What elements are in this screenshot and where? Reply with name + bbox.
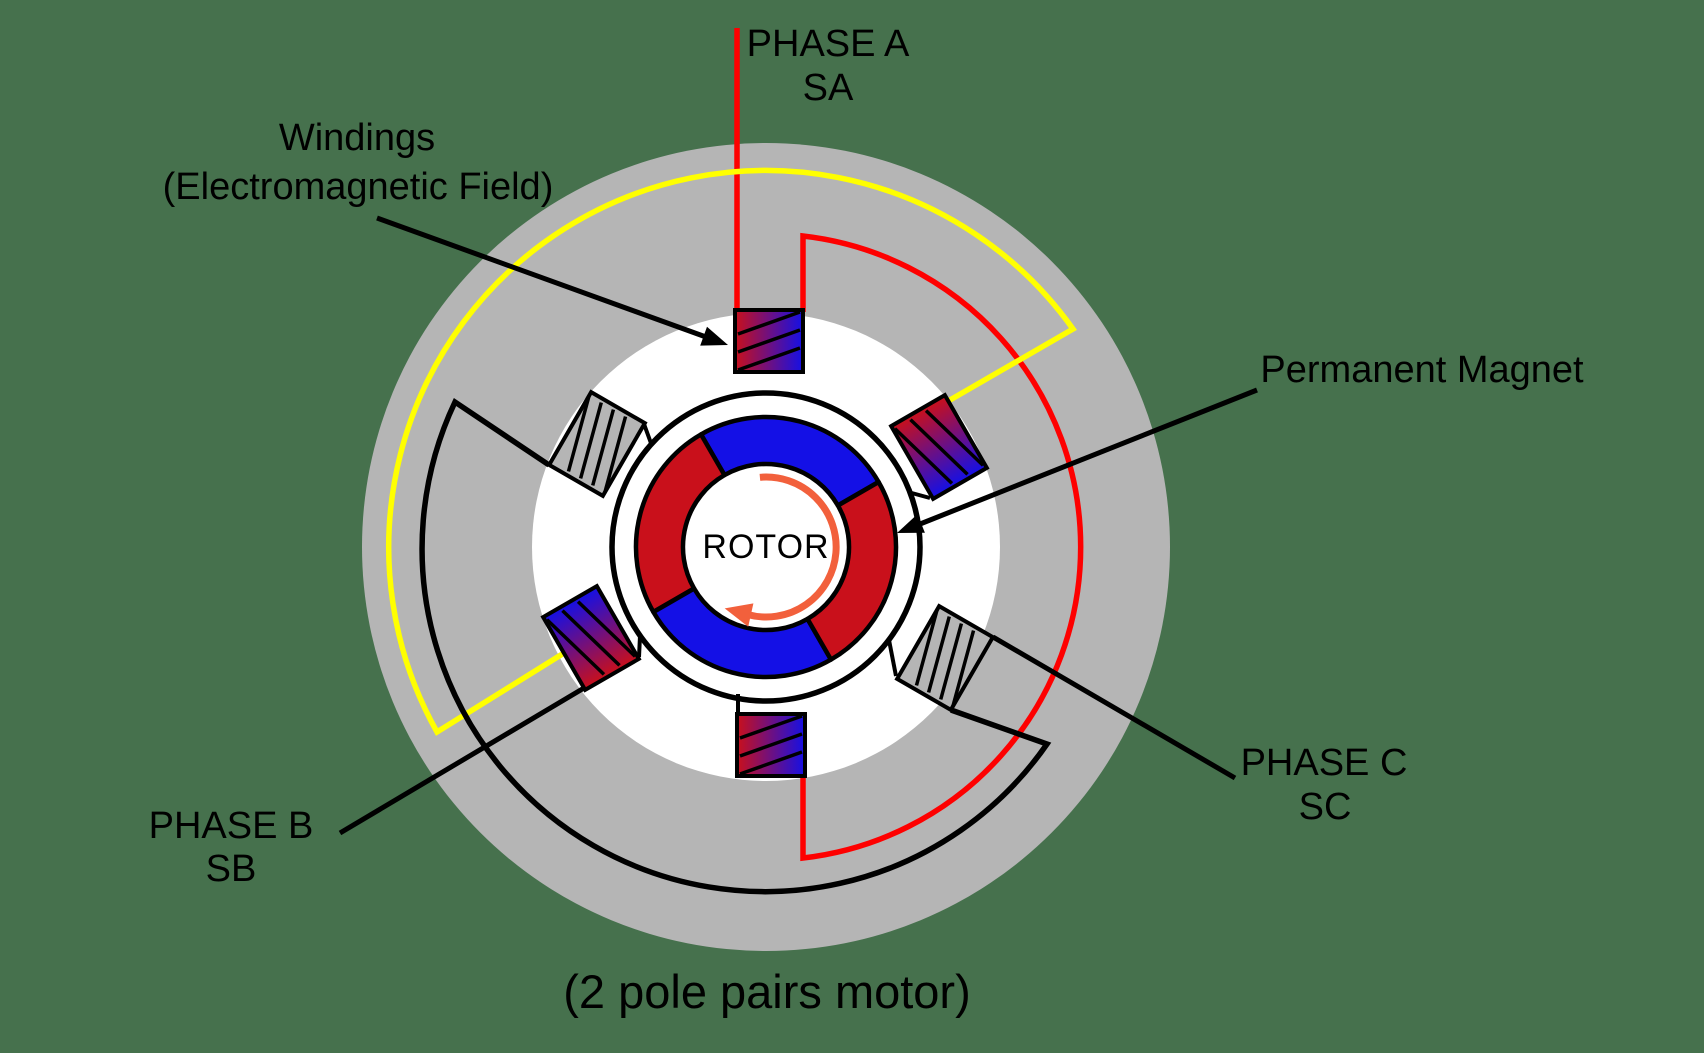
stator-inner-area (532, 313, 1000, 781)
phase-b-terminal-label: SB (206, 848, 257, 890)
phase-c-terminal-label: SC (1299, 786, 1352, 828)
rotor-magnet-segment-right (805, 479, 899, 662)
rotor-magnet-ring (633, 414, 899, 680)
stator-bore-circle (609, 390, 923, 704)
phase-b-leader-line (338, 685, 586, 836)
phase-a-wire (800, 232, 1084, 862)
windings-arrow (376, 215, 728, 346)
winding-block-phase-c-se (894, 603, 996, 713)
winding-hatch (737, 310, 801, 372)
winding-hatch (545, 600, 637, 676)
rotor-label: ROTOR (702, 528, 829, 566)
pole-connectors (637, 423, 931, 714)
windings-arrowhead-icon (700, 326, 728, 346)
phase-a-label: PHASE A (747, 23, 910, 65)
phase-b-wire (385, 167, 1077, 736)
winding-block-phase-c-nw (546, 389, 648, 499)
diagram-caption: (2 pole pairs motor) (563, 965, 971, 1018)
phase-c-wire (419, 397, 1052, 895)
phase-c-leader-line (991, 634, 1237, 781)
permanent-magnet-label: Permanent Magnet (1260, 349, 1584, 391)
winding-block-phase-a-bottom (735, 712, 807, 778)
winding-hatch (893, 409, 985, 485)
winding-block-phase-b-sw (540, 583, 642, 693)
winding-block-phase-b-ne (888, 392, 990, 502)
winding-block-phase-a-top (733, 308, 805, 374)
phase-b-label: PHASE B (149, 805, 314, 847)
phase-a-terminal-label: SA (803, 67, 854, 109)
windings-label-line2: (Electromagnetic Field) (163, 166, 554, 208)
phase-c-label: PHASE C (1241, 742, 1408, 784)
rotation-arrow-icon (724, 473, 840, 627)
winding-hatch (739, 714, 803, 776)
winding-hatch (566, 395, 628, 493)
winding-hatch (914, 609, 976, 707)
windings-label-line1: Windings (279, 117, 435, 159)
